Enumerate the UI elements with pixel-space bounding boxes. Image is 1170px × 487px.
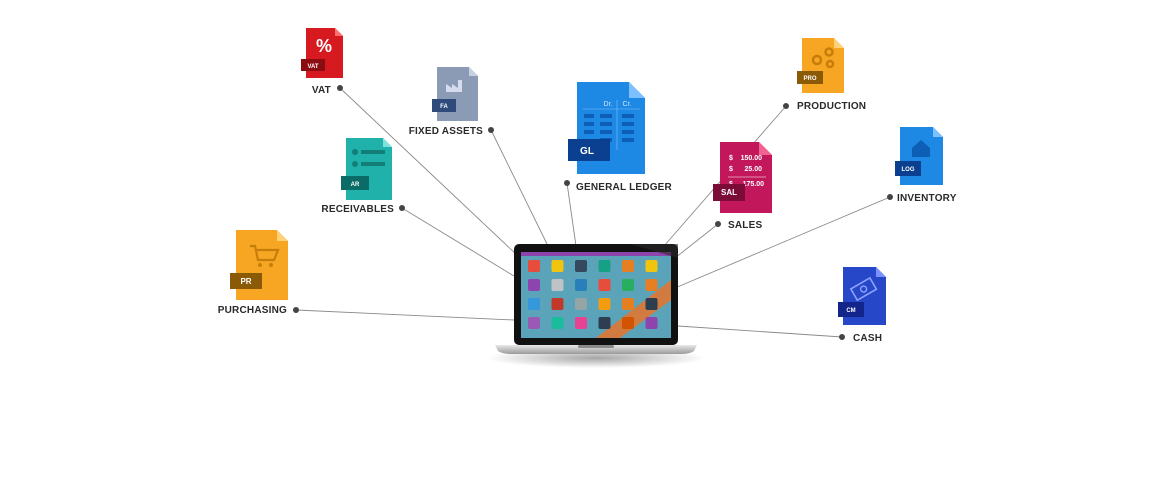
cash-tag — [838, 302, 864, 317]
app-tile — [645, 317, 658, 329]
app-tile — [598, 260, 611, 272]
app-tile — [575, 260, 587, 272]
inventory-label: INVENTORY — [897, 193, 957, 204]
gears-icon — [811, 47, 835, 69]
app-tile — [622, 298, 634, 310]
cash-label: CASH — [853, 333, 882, 344]
production-tag-text: PRO — [803, 76, 816, 82]
fixed-assets-tag-text: FA — [440, 104, 448, 110]
app-tile — [528, 260, 540, 272]
vat-tag-text: VAT — [307, 64, 318, 70]
app-tile — [622, 260, 634, 272]
purchasing-label: PURCHASING — [218, 305, 287, 316]
laptop-base — [495, 345, 697, 354]
connector-purchasing — [295, 309, 515, 321]
app-tile — [645, 298, 658, 310]
app-tile — [598, 298, 611, 310]
app-tile — [622, 279, 634, 291]
purchasing-tag-text: PR — [240, 277, 251, 286]
module-production[interactable]: PRO PRODUCTION — [783, 38, 866, 112]
app-tile — [598, 317, 611, 329]
app-tile — [645, 279, 658, 291]
debit-header: Dr. — [604, 101, 613, 108]
screen-glare — [630, 244, 678, 258]
module-purchasing[interactable]: PR PURCHASING — [218, 230, 299, 316]
shopping-cart-icon — [250, 244, 280, 262]
app-tile — [575, 298, 587, 310]
vat-label: VAT — [312, 85, 331, 96]
module-sales[interactable]: $ 150.00 $ 25.00 $ 175.00 SAL SALES — [713, 142, 772, 231]
receivables-document-icon — [346, 138, 392, 200]
connector-receivables — [401, 207, 515, 277]
user-list-icon — [352, 149, 385, 167]
warehouse-icon — [912, 140, 930, 157]
sales-tag-text: SAL — [721, 188, 737, 197]
percent-icon: % — [316, 36, 332, 56]
app-tile — [551, 298, 564, 310]
connector-fixed-assets — [490, 129, 549, 247]
general-ledger-tag-text: GL — [580, 146, 594, 157]
purchasing-tag — [230, 273, 262, 289]
app-tile — [551, 279, 564, 291]
module-general-ledger[interactable]: Dr. Cr. GL GENERAL LEDGER — [564, 82, 673, 193]
module-cash[interactable]: CM CASH — [838, 267, 886, 344]
inventory-tag — [895, 161, 921, 176]
production-label: PRODUCTION — [797, 101, 866, 112]
svg-text:$: $ — [729, 155, 733, 162]
laptop — [486, 244, 706, 368]
connector-sales — [674, 223, 719, 259]
screen-header-bar — [521, 252, 671, 256]
svg-text:$: $ — [729, 166, 733, 173]
factory-icon — [446, 80, 462, 92]
app-tile — [551, 317, 564, 329]
svg-text:175.00: 175.00 — [743, 181, 765, 188]
app-tile — [575, 279, 587, 291]
app-tile — [575, 317, 587, 329]
credit-header: Cr. — [623, 101, 632, 108]
app-tile-grid — [528, 260, 658, 329]
receivables-tag — [341, 176, 369, 190]
fixed-assets-label: FIXED ASSETS — [409, 126, 483, 137]
connector-general-ledger — [566, 182, 577, 247]
module-receivables[interactable]: AR RECEIVABLES — [321, 138, 405, 215]
general-ledger-tag — [568, 139, 610, 161]
app-tile — [528, 298, 540, 310]
ledger-rows — [583, 100, 640, 150]
connector-vat — [339, 87, 519, 257]
app-tile — [645, 260, 658, 272]
module-fixed-assets[interactable]: FA FIXED ASSETS — [409, 67, 494, 137]
money-icon — [849, 276, 878, 302]
vat-tag — [301, 59, 325, 71]
connector-inventory — [674, 196, 891, 289]
connector-cash — [677, 325, 843, 338]
svg-text:25.00: 25.00 — [744, 166, 762, 173]
receivables-tag-text: AR — [351, 182, 360, 188]
cash-tag-text: CM — [846, 308, 855, 314]
module-inventory[interactable]: LOG INVENTORY — [887, 127, 957, 204]
general-ledger-label: GENERAL LEDGER — [576, 182, 673, 193]
receivables-label: RECEIVABLES — [321, 204, 394, 215]
sales-tag — [713, 184, 745, 201]
production-tag — [797, 71, 823, 84]
laptop-notch — [578, 345, 614, 348]
app-tile — [528, 279, 540, 291]
svg-text:150.00: 150.00 — [741, 155, 763, 162]
module-vat[interactable]: % VAT VAT — [301, 28, 343, 96]
app-tile — [622, 317, 634, 329]
inventory-tag-text: LOG — [902, 167, 915, 173]
fixed-assets-tag — [432, 99, 456, 112]
app-tile — [528, 317, 540, 329]
app-tile — [598, 279, 611, 291]
sales-label: SALES — [728, 220, 762, 231]
app-tile — [551, 260, 564, 272]
